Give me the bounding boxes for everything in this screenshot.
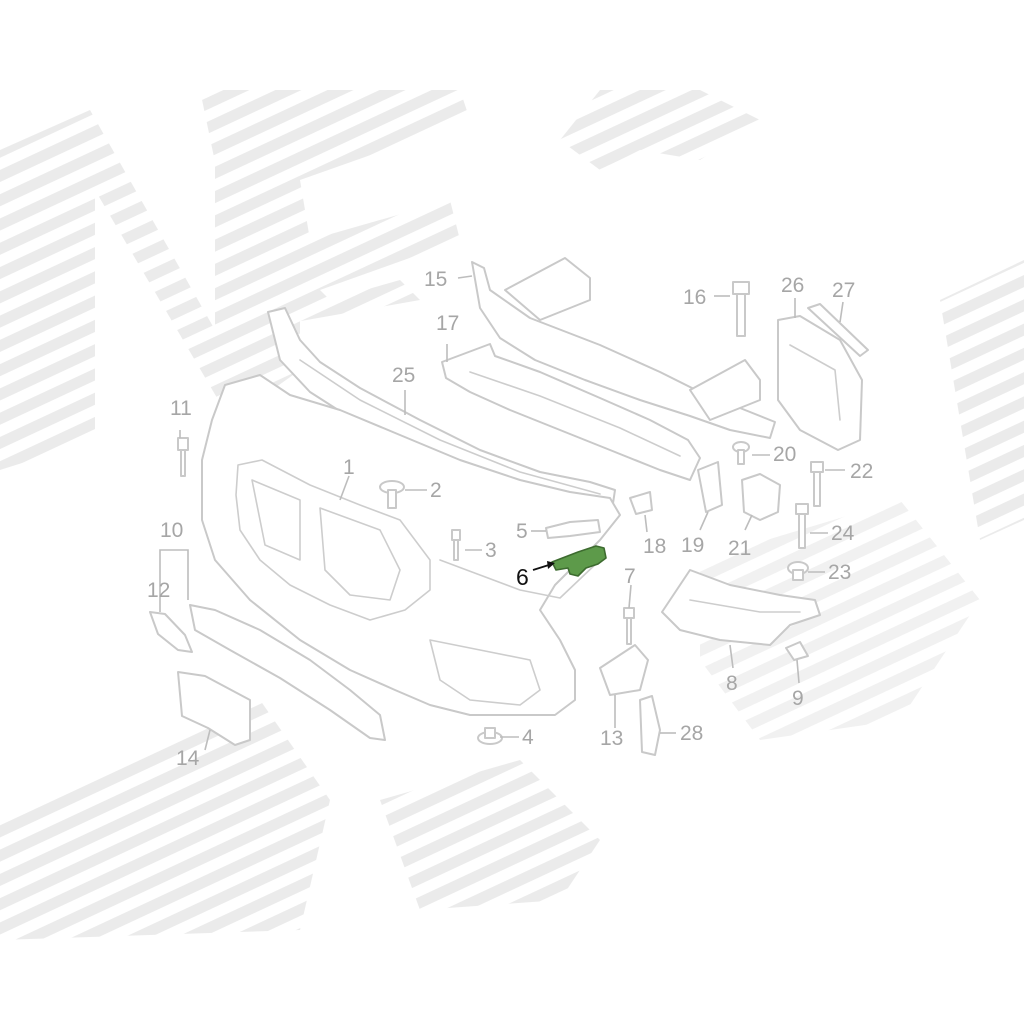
callout-7: 7 — [624, 565, 636, 588]
callout-20: 20 — [773, 443, 796, 466]
callout-5: 5 — [516, 520, 528, 543]
callout-8: 8 — [726, 672, 738, 695]
callout-3: 3 — [485, 539, 497, 562]
part-18-clip — [629, 491, 653, 515]
part-3-screw — [451, 529, 461, 561]
part-17-bumper-carrier — [441, 343, 701, 481]
callout-15: 15 — [424, 268, 447, 291]
part-13-bracket — [599, 644, 649, 696]
callout-21: 21 — [728, 537, 751, 560]
part-14-license-plate-holder — [177, 671, 251, 746]
part-22-bolt — [810, 461, 824, 507]
part-24-bolt — [795, 503, 809, 549]
callout-14: 14 — [176, 747, 200, 770]
part-1-bumper-cover — [201, 374, 621, 716]
callout-10: 10 — [160, 519, 183, 542]
callout-27: 27 — [832, 279, 855, 302]
callout-13: 13 — [600, 727, 623, 750]
part-10-lower-trim — [189, 604, 386, 741]
callout-labels: 1 2 3 4 5 6 7 8 9 10 11 12 13 14 15 16 1… — [147, 268, 873, 770]
callout-17: 17 — [436, 312, 459, 335]
callout-25: 25 — [392, 364, 415, 387]
part-5-bracket — [545, 519, 601, 539]
part-15-reinforcement-bracket — [471, 257, 776, 439]
part-11-bolt — [177, 437, 189, 477]
part-28-trim-strip — [639, 695, 661, 756]
callout-9: 9 — [792, 687, 804, 710]
part-21-bracket — [741, 473, 781, 521]
part-2-nut — [379, 480, 405, 509]
part-6-highlighted-bracket[interactable] — [551, 545, 607, 577]
part-19-bracket — [697, 461, 723, 513]
callout-2: 2 — [430, 479, 442, 502]
leader-lines — [159, 275, 845, 751]
part-9-clip — [785, 641, 809, 661]
part-27-strip — [807, 303, 869, 357]
callout-24: 24 — [831, 522, 855, 545]
callout-28: 28 — [680, 722, 703, 745]
callout-1: 1 — [343, 456, 355, 479]
callout-23: 23 — [828, 561, 851, 584]
callout-6[interactable]: 6 — [516, 564, 529, 590]
callout-22: 22 — [850, 460, 873, 483]
part-7-screw — [623, 607, 635, 645]
callout-19: 19 — [681, 534, 704, 557]
part-26-bracket — [777, 315, 863, 451]
callout-18: 18 — [643, 535, 666, 558]
part-8-side-bracket — [661, 569, 821, 646]
part-23-nut — [787, 561, 809, 581]
part-12-side-trim — [149, 611, 193, 653]
callout-11: 11 — [170, 397, 192, 420]
part-20-screw — [732, 441, 750, 465]
part-16-bolt — [732, 281, 750, 337]
callout-12: 12 — [147, 579, 170, 602]
callout-4: 4 — [522, 726, 534, 749]
callout-16: 16 — [683, 286, 706, 309]
callout-26: 26 — [781, 274, 804, 297]
watermark — [0, 90, 1024, 940]
part-4-clip — [477, 727, 503, 745]
